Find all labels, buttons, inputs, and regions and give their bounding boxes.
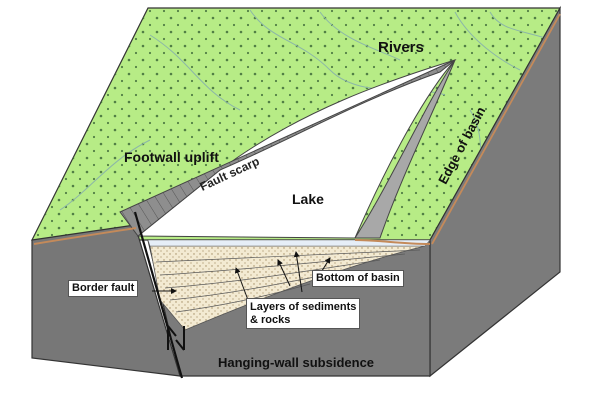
lake-label: Lake [292,191,324,207]
basin-edge [354,59,456,239]
fault-motion-arrows [167,325,185,351]
soil-line-hanging-wall [354,239,431,245]
bottom-of-basin-label: Bottom of basin [312,270,404,287]
layers-of-sediments-label: Layers of sediments & rocks [246,298,361,330]
rivers-label: Rivers [378,39,424,56]
border-fault-line [133,211,184,379]
border-fault-label: Border fault [68,280,139,297]
layers-label-line2: & rocks [250,313,291,326]
footwall-uplift-label: Footwall uplift [124,149,219,165]
soil-line-footwall [33,227,137,245]
hanging-wall-subsidence-label: Hanging-wall subsidence [218,355,375,370]
layers-label-line1: Layers of sediments [250,301,357,313]
fault-scarp [119,59,456,237]
footwall-rock [31,224,181,377]
soil-line-right [431,13,561,245]
water-band [147,239,431,247]
